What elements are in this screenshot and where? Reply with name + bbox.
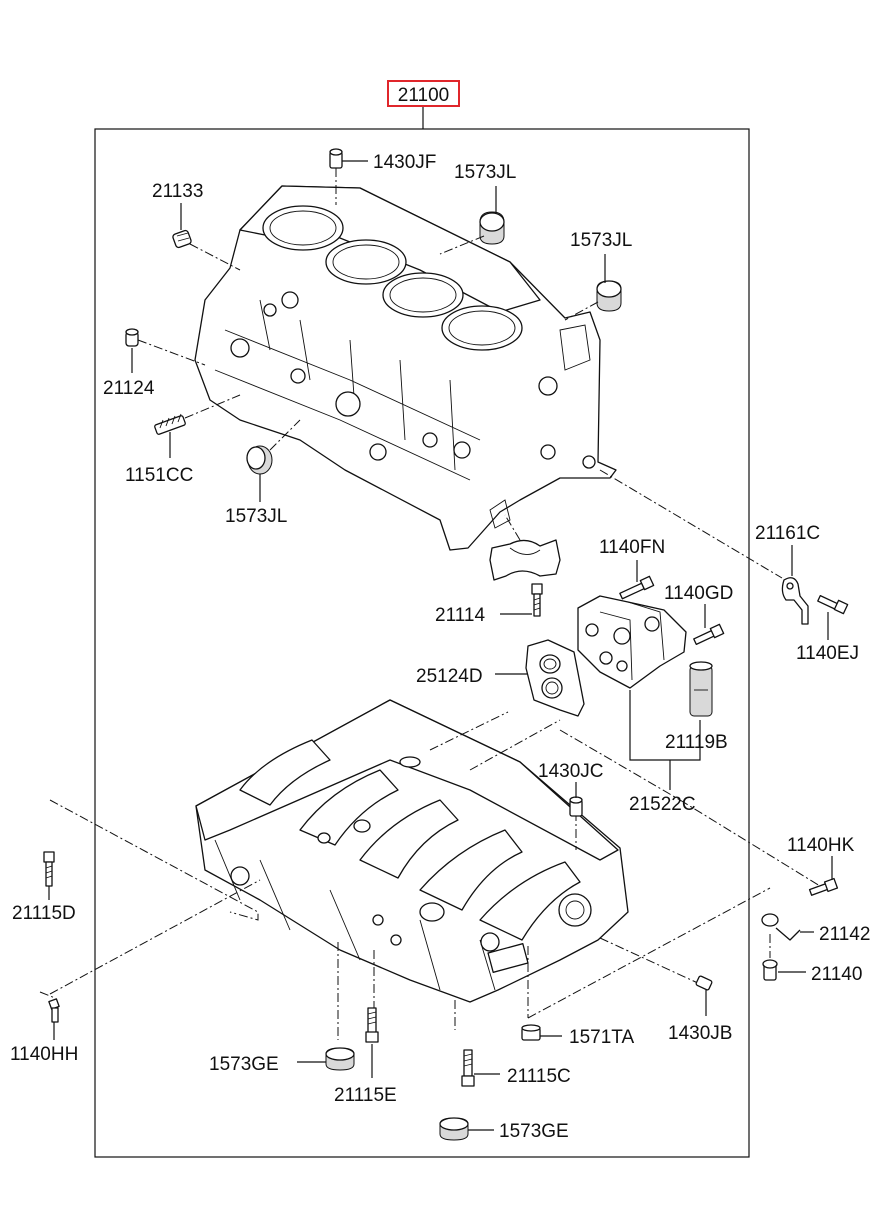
label-1573ge-left[interactable]: 1573GE (209, 1054, 279, 1075)
bolt-21114 (531, 583, 543, 617)
label-25124d[interactable]: 25124D (416, 666, 483, 687)
part-21142 (761, 913, 801, 941)
assembly-number-box[interactable] (387, 80, 460, 107)
label-21140[interactable]: 21140 (811, 964, 862, 985)
label-1571ta[interactable]: 1571TA (569, 1027, 634, 1048)
label-1430jf[interactable]: 1430JF (373, 152, 436, 173)
plug-1573jl-top (479, 211, 505, 245)
pin-1430jb (695, 975, 713, 991)
label-21115e[interactable]: 21115E (334, 1085, 397, 1106)
label-21124[interactable]: 21124 (103, 378, 155, 399)
assembly-number[interactable]: 21100 (398, 85, 449, 106)
bolt-21115c (461, 1049, 475, 1087)
label-1430jc[interactable]: 1430JC (538, 761, 604, 782)
part-21140 (762, 959, 778, 981)
plug-1430jf (329, 148, 343, 169)
label-21161c[interactable]: 21161C (755, 523, 820, 544)
label-21114[interactable]: 21114 (435, 605, 485, 626)
bolt-1140fn (619, 575, 655, 600)
lower-crankcase (195, 699, 629, 1003)
plug-1571ta (521, 1024, 541, 1041)
label-21115d[interactable]: 21115D (12, 903, 76, 924)
oil-filter-housing (577, 595, 687, 689)
label-1140fn[interactable]: 1140FN (599, 537, 665, 558)
label-21522c[interactable]: 21522C (629, 794, 696, 815)
bracket-21161c (781, 577, 809, 625)
dowel-21124 (125, 328, 139, 347)
stud-1151cc (154, 413, 186, 435)
plug-1573ge-left (325, 1047, 355, 1071)
label-21119b[interactable]: 21119B (665, 732, 728, 753)
label-21133[interactable]: 21133 (152, 181, 203, 202)
plug-1573jl-right (596, 280, 622, 312)
bolt-1140ej (817, 594, 849, 615)
dowel-21133 (172, 229, 192, 249)
oil-filter-21119b (689, 661, 713, 717)
label-21115c[interactable]: 21115C (507, 1066, 571, 1087)
label-1430jb[interactable]: 1430JB (668, 1023, 732, 1044)
label-1573jl-bottom[interactable]: 1573JL (225, 506, 287, 527)
label-1140hh[interactable]: 1140HH (10, 1044, 78, 1065)
label-1140hk[interactable]: 1140HK (787, 835, 855, 856)
seal-1573jl-bottom (246, 445, 273, 475)
gasket-25124d (525, 639, 585, 717)
cylinder-block (194, 185, 617, 551)
label-1151cc[interactable]: 1151CC (125, 465, 193, 486)
label-1140ej[interactable]: 1140EJ (796, 643, 859, 664)
label-1573ge-bottom[interactable]: 1573GE (499, 1121, 569, 1142)
bolt-1140gd (693, 623, 725, 646)
assembly-frame (94, 128, 750, 1158)
bolt-21115d (43, 851, 55, 887)
bolt-1140hh (48, 998, 60, 1023)
label-1573jl-top[interactable]: 1573JL (454, 162, 516, 183)
dowel-1430jc (569, 796, 583, 817)
plug-1573ge-bottom (439, 1117, 469, 1141)
bearing-cap (489, 539, 561, 581)
bolt-21115e (365, 1007, 379, 1043)
label-21142[interactable]: 21142 (819, 924, 870, 945)
label-1140gd[interactable]: 1140GD (664, 583, 733, 604)
bolt-1140hk (808, 877, 839, 896)
label-1573jl-right[interactable]: 1573JL (570, 230, 632, 251)
